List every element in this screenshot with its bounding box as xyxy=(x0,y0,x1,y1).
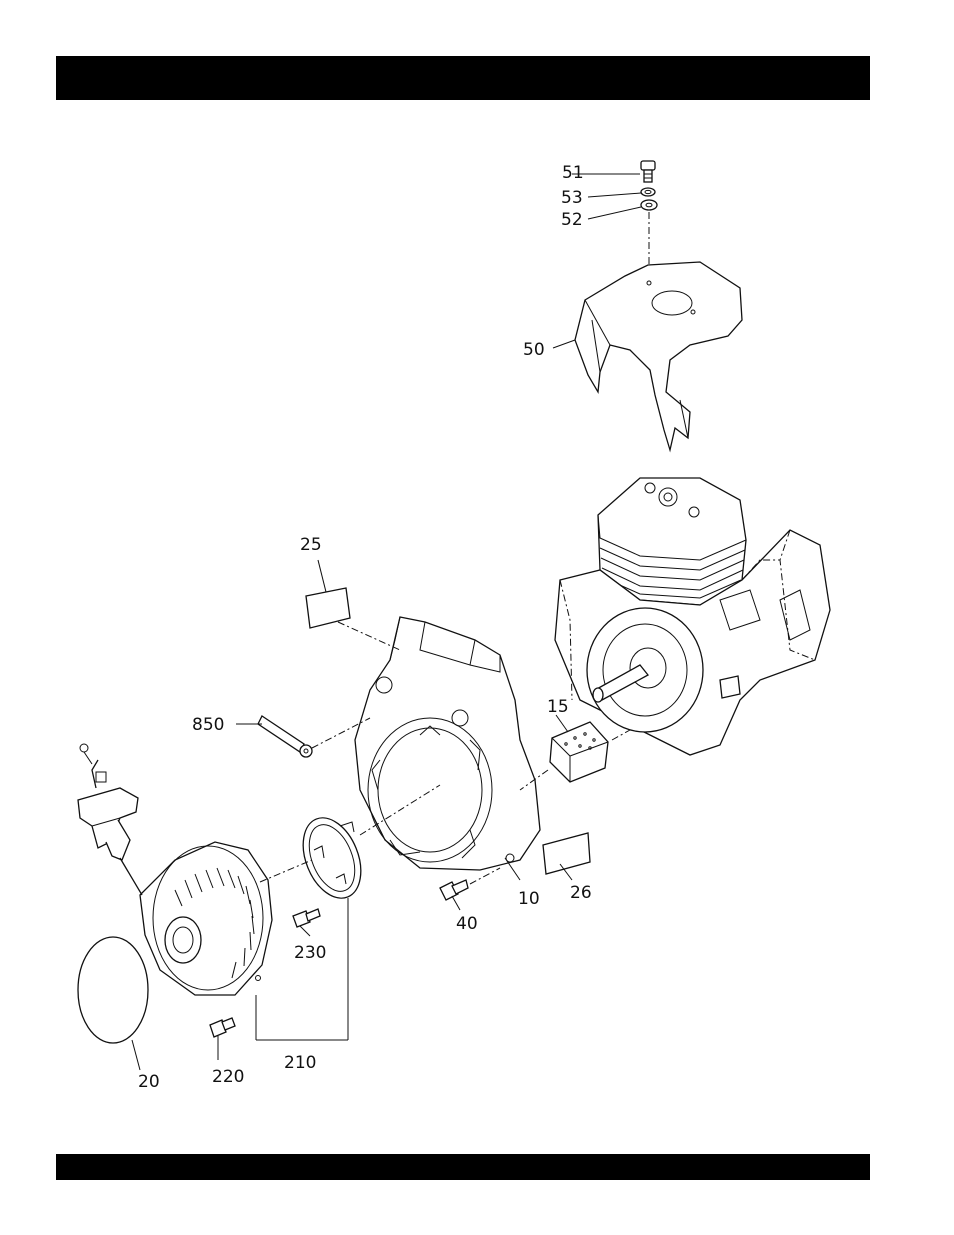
spacer-axis-2 xyxy=(612,730,630,740)
callout-15: 15 xyxy=(547,697,569,717)
callout-210: 210 xyxy=(284,1053,316,1073)
part-10-fan-housing xyxy=(355,617,540,870)
callout-20: 20 xyxy=(138,1072,160,1092)
callout-10: 10 xyxy=(518,889,540,909)
part-220-screw xyxy=(210,1018,235,1037)
label-25-axis xyxy=(338,622,400,650)
part-40-bolt xyxy=(440,880,468,900)
callout-51: 51 xyxy=(562,163,584,183)
engine-block xyxy=(555,478,830,755)
callout-52: 52 xyxy=(561,210,583,230)
callout-26: 26 xyxy=(570,883,592,903)
callout-50: 50 xyxy=(523,340,545,360)
callout-53: 53 xyxy=(561,188,583,208)
part-52-washer xyxy=(641,200,657,210)
callout-850: 850 xyxy=(192,715,224,735)
part-50-cylinder-cover xyxy=(575,262,742,450)
part-51-bolt xyxy=(641,161,655,182)
part-26-label-plate xyxy=(543,833,590,874)
part-210-recoil-starter xyxy=(140,842,272,995)
part-20-decal xyxy=(78,937,148,1043)
part-25-label-plate xyxy=(306,588,350,628)
callout-40: 40 xyxy=(456,914,478,934)
callout-25: 25 xyxy=(300,535,322,555)
part-230-screw xyxy=(293,909,320,927)
part-ratchet-ring xyxy=(292,809,372,906)
part-15-spacer-block xyxy=(550,722,608,782)
starter-handle xyxy=(78,744,142,895)
part-850-pin xyxy=(258,716,312,757)
callout-220: 220 xyxy=(212,1067,244,1087)
callout-230: 230 xyxy=(294,943,326,963)
part-53-washer xyxy=(641,188,655,196)
